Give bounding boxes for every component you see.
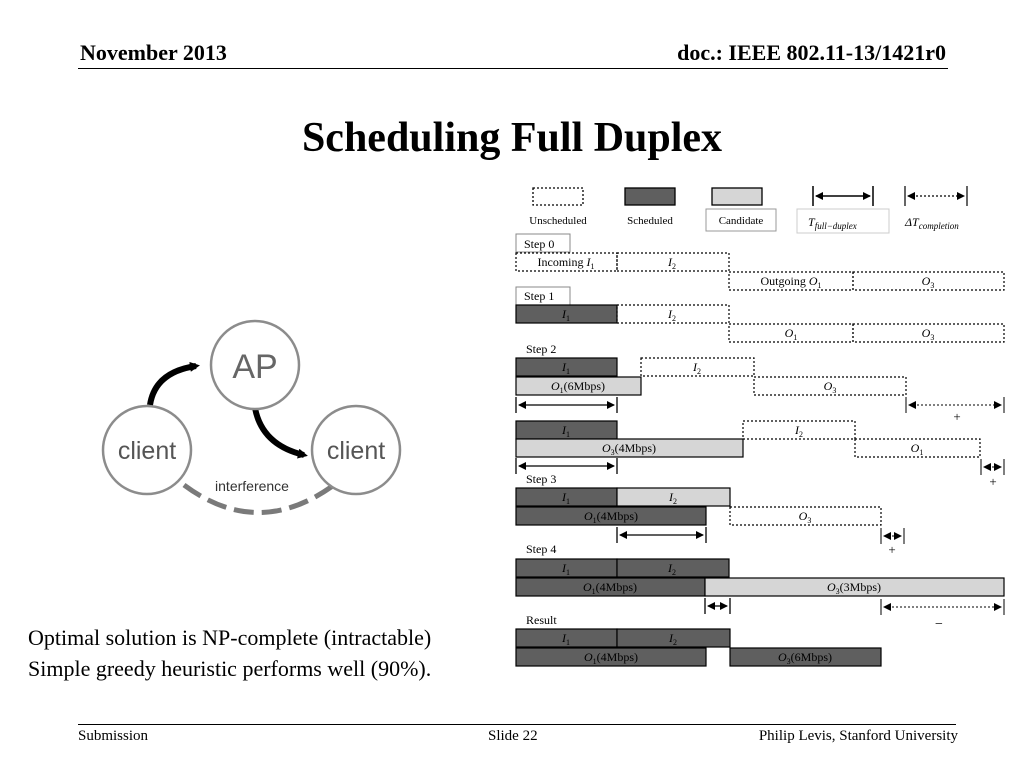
step1-i2-label: I2 xyxy=(667,307,676,323)
ap-label: AP xyxy=(232,348,277,386)
step1-o3-label: O3 xyxy=(922,326,935,342)
step2b-i2-label: I2 xyxy=(794,423,803,439)
header-divider xyxy=(78,68,948,69)
result-o3-scheduled xyxy=(729,647,882,667)
footer-submission: Submission xyxy=(78,728,149,744)
step2-i1-scheduled xyxy=(515,357,618,377)
client-right-label: client xyxy=(327,437,385,465)
step3-o3-label: O3 xyxy=(799,509,812,525)
step1-i2 xyxy=(616,304,730,324)
step3-label: Step 3 xyxy=(526,472,556,486)
step2b-o3-candidate xyxy=(515,438,744,458)
slide-title: Scheduling Full Duplex xyxy=(301,115,723,161)
result-i1-label: I1 xyxy=(561,631,570,647)
result-o1-label: O1(4Mbps) xyxy=(584,650,638,666)
step3-plus-sign: + xyxy=(888,542,895,557)
step1-i1-scheduled xyxy=(515,304,618,324)
step4-o3-candidate xyxy=(704,577,1005,597)
step2-i2-label: I2 xyxy=(692,360,701,376)
bullet-item: Simple greedy heuristic performs well (9… xyxy=(28,656,432,681)
legend-unscheduled-label: Unscheduled xyxy=(529,215,587,227)
legend-completion-label: ΔTcompletion xyxy=(904,215,959,231)
step0-incoming-i1-label: Incoming I1 xyxy=(538,255,595,271)
step2-o1-label: O1(6Mbps) xyxy=(551,379,605,395)
legend-candidate-label: Candidate xyxy=(719,215,764,227)
step2a-plus-sign: + xyxy=(953,409,960,424)
step0-label: Step 0 xyxy=(524,237,554,251)
result-label: Result xyxy=(526,613,557,627)
step1-o3 xyxy=(852,323,1005,343)
step4-i1-label: I1 xyxy=(561,561,570,577)
step2-label: Step 2 xyxy=(526,342,556,356)
step1-i1-label: I1 xyxy=(561,307,570,323)
step2-i2 xyxy=(640,357,755,377)
interference-link xyxy=(182,482,336,515)
step3-i2-label: I2 xyxy=(668,490,677,506)
step3-i2-candidate xyxy=(616,487,731,507)
footer-author: Philip Levis, Stanford University xyxy=(758,728,958,744)
step0-o3 xyxy=(852,271,1005,291)
step4-i2-scheduled xyxy=(616,558,730,578)
legend-scheduled-swatch xyxy=(624,187,676,206)
uplink-arrow xyxy=(147,361,200,406)
header-date: November 2013 xyxy=(80,40,227,65)
legend-candidate-box xyxy=(705,208,777,232)
interference-label: interference xyxy=(215,478,289,494)
step2b-i2 xyxy=(742,420,856,440)
client-left-label: client xyxy=(118,437,176,465)
client-left-node xyxy=(101,404,193,496)
step3-i1-label: I1 xyxy=(561,490,570,506)
step2b-plus-sign: + xyxy=(989,474,996,489)
step2b-o1 xyxy=(854,438,981,458)
step2b-i1-label: I1 xyxy=(561,423,570,439)
step3-o1-scheduled xyxy=(515,506,707,526)
footer-slide-number: Slide 22 xyxy=(488,728,538,744)
step3-o1-label: O1(4Mbps) xyxy=(584,509,638,525)
step0-outgoing-o1-label: Outgoing O1 xyxy=(760,274,821,290)
step0-tag xyxy=(515,233,571,253)
step0-i2-label: I2 xyxy=(667,255,676,271)
step2-o1-candidate xyxy=(515,376,642,396)
step3-o3 xyxy=(729,506,882,526)
step2-i1-label: I1 xyxy=(561,360,570,376)
step0-i2 xyxy=(616,252,730,272)
step0-o3-label: O3 xyxy=(922,274,935,290)
result-o3-label: O3(6Mbps) xyxy=(778,650,832,666)
step2b-o3-label: O3(4Mbps) xyxy=(602,441,656,457)
result-i2-scheduled xyxy=(616,628,731,648)
legend-unscheduled-swatch xyxy=(532,187,584,206)
bullet-list: Optimal solution is NP-complete (intract… xyxy=(28,622,431,684)
result-o1-scheduled xyxy=(515,647,707,667)
network-diagram: AP client client interference xyxy=(101,319,402,515)
schedule-diagram: Unscheduled Scheduled Candidate Tfull−du… xyxy=(515,186,1005,667)
legend-scheduled-label: Scheduled xyxy=(627,215,673,227)
downlink-arrow xyxy=(252,407,308,459)
bullet-item: Optimal solution is NP-complete (intract… xyxy=(28,625,432,650)
step0-incoming-i1 xyxy=(515,252,618,272)
step1-o1-label: O1 xyxy=(785,326,798,342)
step4-o1-label: O1(4Mbps) xyxy=(583,580,637,596)
step4-minus-sign: − xyxy=(935,617,943,632)
legend: Unscheduled Scheduled Candidate Tfull−du… xyxy=(529,186,968,234)
step2-o3-label: O3 xyxy=(824,379,837,395)
step1-label: Step 1 xyxy=(524,289,554,303)
step2-o3 xyxy=(753,376,907,396)
step4-i2-label: I2 xyxy=(667,561,676,577)
legend-candidate-swatch xyxy=(711,187,763,206)
footer-divider xyxy=(78,724,956,725)
legend-full-duplex-box xyxy=(796,208,890,234)
ap-node xyxy=(209,319,301,411)
header-doc-number: doc.: IEEE 802.11-13/1421r0 xyxy=(677,40,946,65)
legend-full-duplex-label: Tfull−duplex xyxy=(808,215,857,231)
result-i2-label: I2 xyxy=(668,631,677,647)
client-right-node xyxy=(310,404,402,496)
step2b-o1-label: O1 xyxy=(911,441,924,457)
step4-o3-label: O3(3Mbps) xyxy=(827,580,881,596)
step4-label: Step 4 xyxy=(526,542,556,556)
